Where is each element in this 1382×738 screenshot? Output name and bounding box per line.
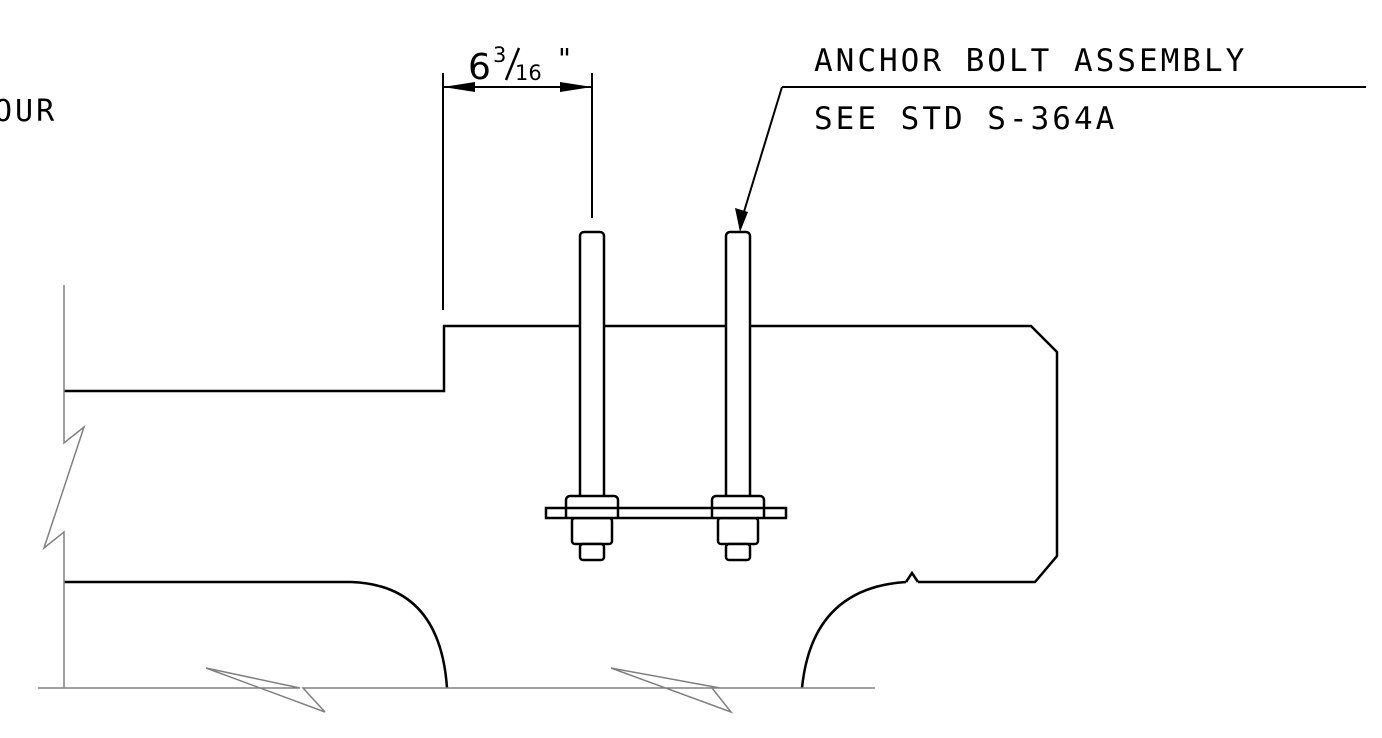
bolt-plate-overlap	[564, 508, 766, 518]
dimension-arrow-left	[443, 82, 475, 92]
bolt-nut-lower-left	[570, 516, 614, 546]
callout-leader-arrow	[735, 208, 748, 232]
callout-line-1: ANCHOR BOLT ASSEMBLY	[814, 43, 1247, 79]
dimension-denominator: 16	[515, 61, 542, 85]
bottom-horizontal-break-line	[38, 667, 875, 714]
bolt-nut-lower-right	[716, 516, 760, 546]
dimension-whole: 6	[468, 47, 491, 88]
bolt-rod-left	[578, 230, 606, 502]
anchor-bolt-left	[564, 230, 620, 562]
dimension-numerator: 3	[493, 43, 506, 67]
break-lines	[38, 285, 875, 714]
concrete-section-outline	[64, 324, 1059, 689]
upper-outline	[64, 324, 1059, 584]
anchor-plate	[544, 506, 788, 520]
dimension-unit: "	[558, 42, 571, 75]
left-partial-label: OUR	[0, 94, 57, 129]
bolt-tip-right	[724, 542, 752, 562]
dimension-annotation: 6 3 16 "	[442, 42, 593, 310]
bolt-rod-right	[724, 230, 752, 502]
left-vertical-break-line	[42, 285, 86, 688]
bolt-tip-left	[578, 542, 606, 562]
dimension-fraction-bar	[504, 47, 521, 81]
outline-notch	[904, 570, 920, 583]
left-fillet	[64, 580, 449, 689]
callout-leader-line	[742, 86, 783, 216]
dimension-arrow-right	[560, 82, 592, 92]
anchor-bolt-callout: ANCHOR BOLT ASSEMBLY SEE STD S-364A	[735, 43, 1366, 232]
right-fillet	[800, 580, 907, 689]
callout-line-2: SEE STD S-364A	[814, 101, 1117, 137]
